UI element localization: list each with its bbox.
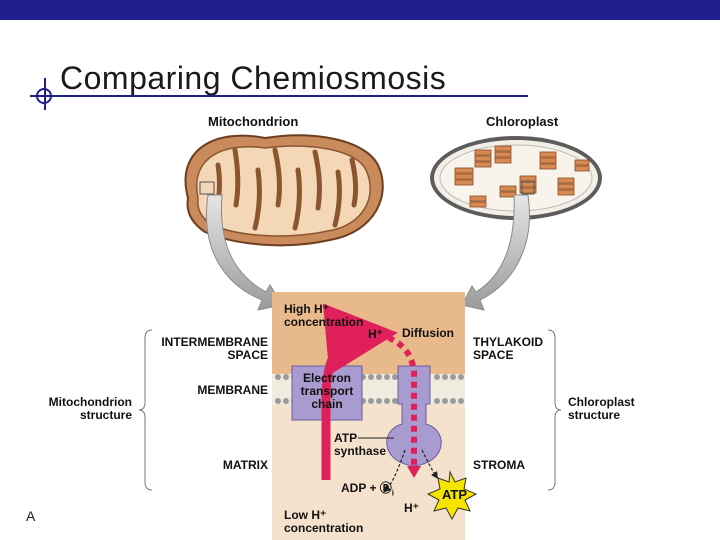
atp-label: ATP	[442, 487, 468, 502]
high-h-label: High H⁺ concentration	[284, 302, 364, 329]
mitochondrion-structure-label: Mitochondrion structure	[48, 395, 132, 422]
title-underline	[30, 95, 528, 97]
matrix-label: MATRIX	[222, 458, 268, 472]
stroma-label: STROMA	[473, 458, 525, 472]
chloroplast-structure-label: Chloroplast structure	[568, 395, 635, 422]
h-plus-top-label: H⁺	[368, 327, 383, 341]
structure-brackets	[138, 329, 562, 491]
membrane-label: MEMBRANE	[197, 383, 268, 397]
slide-title: Comparing Chemiosmosis	[60, 60, 447, 96]
etc-label: Electron transport chain	[300, 371, 354, 411]
top-bar	[0, 0, 720, 20]
intermembrane-space-label: INTERMEMBRANE SPACE	[161, 335, 268, 362]
footer-letter: A	[26, 508, 36, 524]
chloroplast-illustration	[430, 136, 602, 220]
diffusion-label: Diffusion	[402, 326, 454, 340]
mitochondrion-illustration	[184, 134, 384, 247]
thylakoid-space-label: THYLAKOID SPACE	[473, 335, 543, 362]
membrane-panel	[272, 292, 478, 540]
chloroplast-label: Chloroplast	[486, 114, 559, 129]
adp-pi-label: ADP + Ⓟi	[341, 481, 395, 498]
low-h-label: Low H⁺ concentration	[284, 508, 364, 535]
atp-synthase-label: ATP synthase	[334, 431, 387, 458]
h-plus-bottom-label: H⁺	[404, 501, 419, 515]
mitochondrion-label: Mitochondrion	[208, 114, 299, 129]
crosshair-circle-icon	[36, 88, 52, 104]
atp-starburst	[426, 470, 478, 521]
